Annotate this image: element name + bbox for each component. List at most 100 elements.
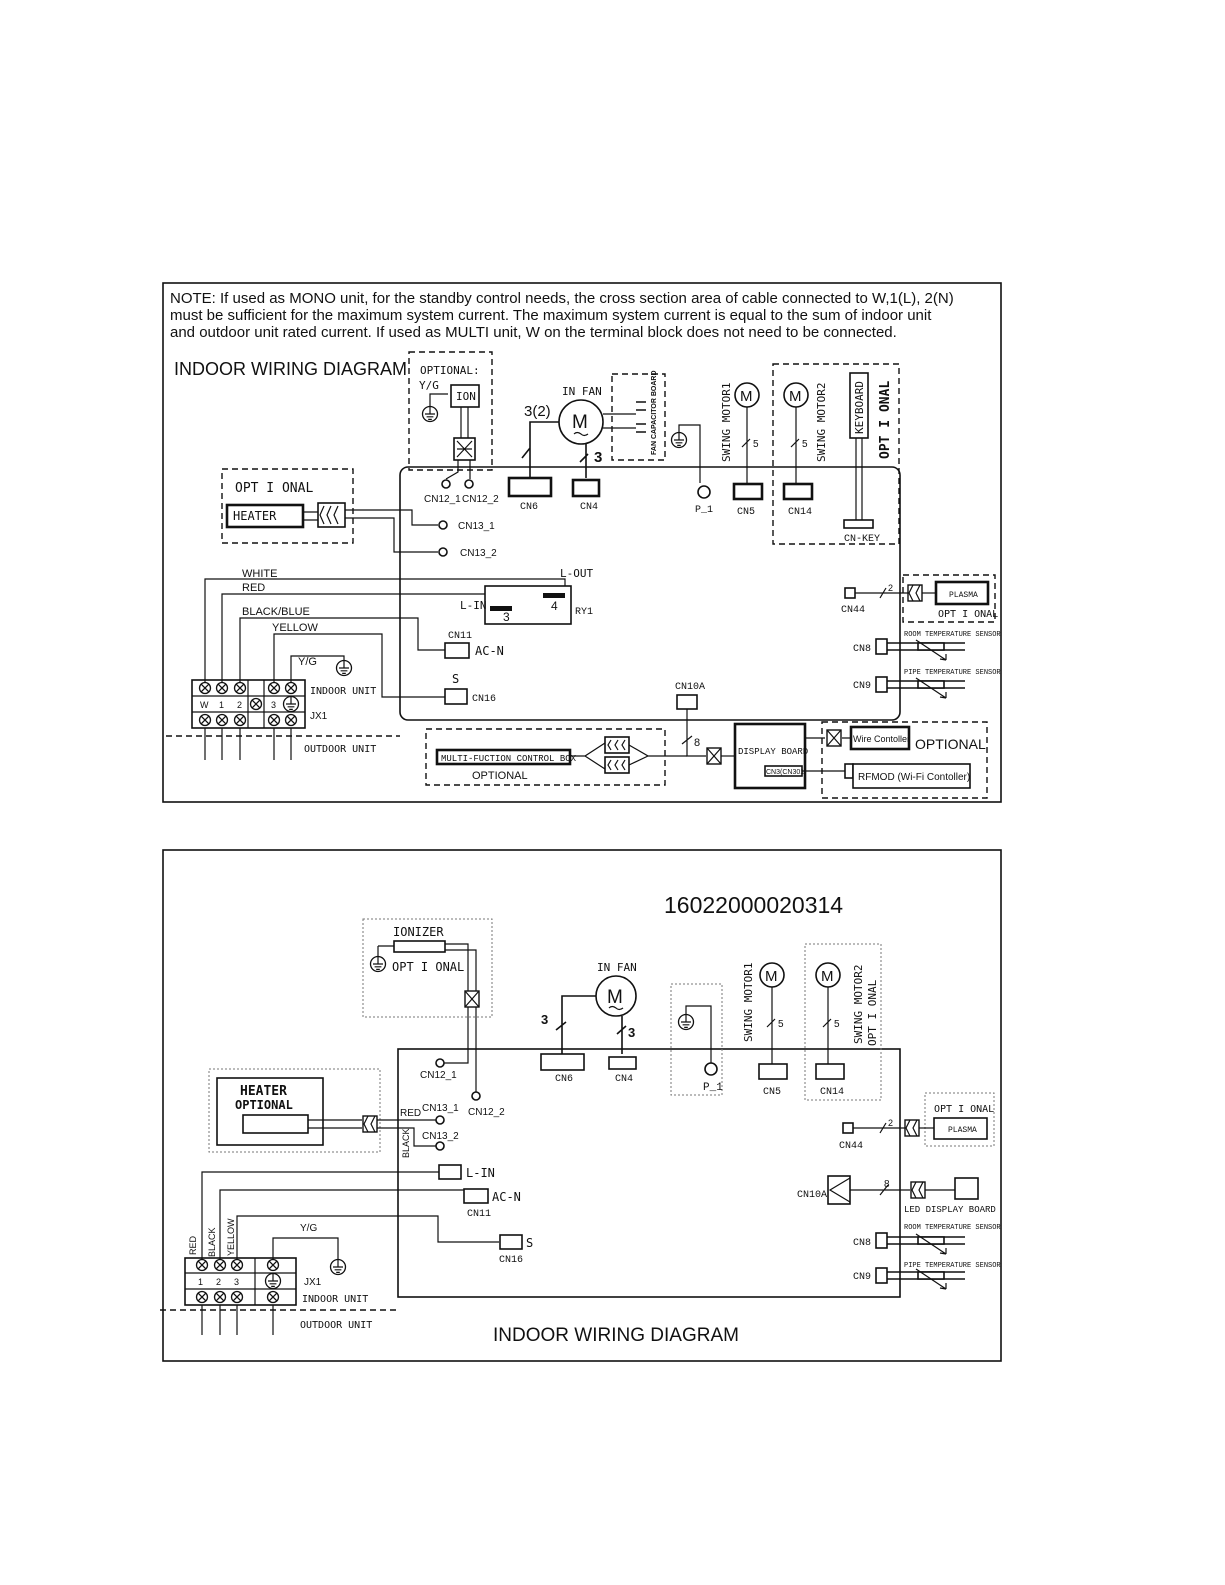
top-display-board-label: DISPLAY BOARD [738, 747, 808, 757]
bottom-part-number: 16022000020314 [664, 892, 843, 918]
top-swing1-wire-count: 5 [753, 439, 759, 450]
top-l-in-label: L-IN [460, 599, 487, 612]
bottom-red-label: RED [188, 1235, 198, 1255]
top-cn13-2-pin [438, 547, 448, 557]
bottom-cn5-connector [758, 1063, 788, 1080]
bottom-heater-element [242, 1114, 309, 1134]
top-black-blue-wire-label: BLACK/BLUE [242, 606, 310, 618]
bottom-term-1-label: 1 [198, 1277, 203, 1287]
top-wire-controller-connector-icon [826, 729, 842, 747]
bottom-fan-cn4-wire-count: 3 [628, 1025, 635, 1040]
bottom-swing2-optional-label: OPT I ONAL [866, 979, 879, 1046]
bottom-cn12-1-label: CN12_1 [420, 1070, 457, 1081]
bottom-ionizer-label: IONIZER [393, 925, 444, 939]
bottom-swing-motor1-label: SWING MOTOR1 [742, 963, 755, 1042]
bottom-cn8-label: CN8 [853, 1238, 871, 1249]
bottom-ionizer-optional-label: OPT I ONAL [392, 960, 464, 974]
top-cn10a-connector [676, 694, 698, 710]
bottom-ionizer-optional-box [362, 918, 493, 1018]
top-wifi-optional-label: OPTIONAL [915, 736, 986, 752]
top-s-label: S [452, 672, 459, 686]
top-term-2-label: 2 [237, 700, 242, 710]
bottom-cn44-connector [842, 1122, 854, 1134]
top-ion-yg-label: Y/G [419, 379, 439, 392]
note-line-3: and outdoor unit rated current. If used … [170, 324, 897, 341]
top-multi-function-box [435, 748, 572, 766]
bottom-plasma-wire-count: 2 [888, 1118, 893, 1128]
bottom-p1-optional-box [670, 983, 723, 1096]
top-fan-capacitor-board-box [611, 373, 666, 461]
bottom-cn11-label: CN11 [467, 1209, 491, 1220]
top-plasma-optional-box [902, 574, 996, 623]
top-outdoor-unit-label: OUTDOOR UNIT [304, 744, 376, 755]
top-wire-controller-box [849, 725, 911, 751]
bottom-yg-label: Y/G [300, 1223, 317, 1234]
bottom-term-3-label: 3 [234, 1277, 239, 1287]
top-ion-box [450, 384, 480, 408]
bottom-plasma-box [933, 1117, 988, 1140]
bottom-yellow-label: YELLOW [226, 1218, 236, 1256]
top-plasma-box [934, 580, 990, 606]
top-display-board [733, 722, 807, 790]
top-cn12-2-pin [464, 479, 474, 489]
top-cn6-label: CN6 [520, 502, 538, 513]
top-keyboard-optional-label: OPT I ONAL [878, 381, 893, 459]
top-swing-motor2-m: M [789, 388, 802, 405]
top-cn-key-label: CN-KEY [844, 534, 880, 545]
bottom-cn8-connector [875, 1232, 888, 1249]
top-rfmod-connector [844, 763, 854, 779]
bottom-swing-motor2-m: M [821, 968, 834, 985]
top-cn13-1-pin [438, 520, 448, 530]
top-rfmod-box [852, 763, 971, 789]
top-diagram: NOTE: If used as MONO unit, for the stan… [162, 282, 1002, 803]
bottom-term-2-label: 2 [216, 1277, 221, 1287]
bottom-outdoor-unit-label: OUTDOOR UNIT [300, 1320, 372, 1331]
top-ry1-label: RY1 [575, 607, 593, 618]
bottom-fan-cn6-wire-count: 3 [541, 1012, 548, 1027]
bottom-swing-motor2-label: SWING MOTOR2 [852, 965, 865, 1044]
top-display-connector-icon [706, 747, 722, 765]
top-board-ground-icon [670, 431, 688, 449]
top-cn3-label: CN3(CN301) [766, 769, 806, 776]
top-fan-capacitor-board-label: FAN CAPACITOR BOARD [651, 370, 658, 455]
note-line-1: NOTE: If used as MONO unit, for the stan… [170, 290, 954, 307]
bottom-cn9-connector [875, 1267, 888, 1284]
bottom-plasma-label: PLASMA [948, 1126, 977, 1135]
top-fan-cn4-wire-count: 3 [594, 449, 602, 466]
top-cn8-label: CN8 [853, 644, 871, 655]
top-swing2-wire-count: 5 [802, 439, 808, 450]
bottom-swing2-optional-box [804, 943, 882, 1101]
bottom-led-display-label: LED DISPLAY BOARD [904, 1205, 996, 1215]
top-cn-key-connector [843, 519, 874, 529]
top-plasma-connector-icon [907, 584, 923, 602]
bottom-p1-terminal [704, 1062, 718, 1076]
top-plasma-optional-label: OPT I ONAL [938, 609, 998, 620]
top-heater-label: HEATER [233, 509, 277, 523]
top-optional-keyboard-box [772, 363, 900, 545]
top-cn8-connector [875, 638, 888, 655]
bottom-cn13-1-pin [435, 1115, 445, 1125]
bottom-cn14-connector [815, 1063, 845, 1080]
top-cn14-label: CN14 [788, 507, 812, 518]
top-heater-optional-box [221, 468, 354, 544]
note-line-2: must be sufficient for the maximum syste… [170, 307, 932, 324]
top-indoor-unit-label: INDOOR UNIT [310, 686, 376, 697]
top-cn6-connector [507, 476, 553, 498]
bottom-cn4-connector [608, 1056, 637, 1070]
top-ac-n-label: AC-N [475, 644, 504, 658]
top-term-3-label: 3 [271, 700, 276, 710]
bottom-p1-ground-icon [677, 1013, 695, 1031]
bottom-ionizer-box [393, 940, 446, 953]
bottom-cn14-label: CN14 [820, 1087, 844, 1098]
top-cn5-connector [732, 482, 764, 501]
top-cn10a-label: CN10A [675, 682, 705, 693]
bottom-l-in-connector [438, 1164, 462, 1180]
bottom-cn6-connector [540, 1053, 585, 1071]
top-multi-function-label: MULTI-FUCTION CONTROL BOX [441, 754, 577, 764]
bottom-plasma-optional-label: OPT I ONAL [934, 1104, 994, 1115]
bottom-cn12-2-label: CN12_2 [468, 1107, 505, 1118]
top-red-wire-label: RED [242, 582, 265, 594]
bottom-plasma-optional-box [924, 1092, 995, 1147]
top-white-wire-label: WHITE [242, 568, 277, 580]
